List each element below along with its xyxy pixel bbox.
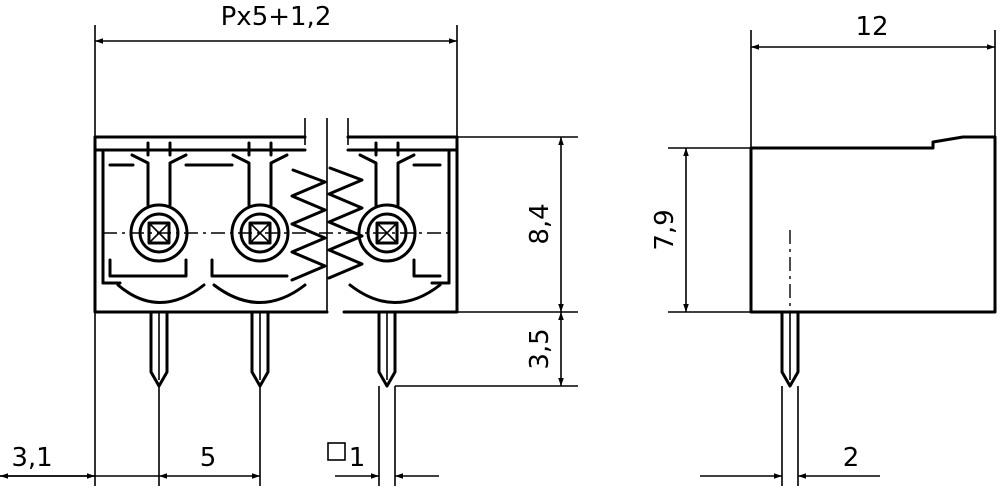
label-pitch-total: Px5+1,2 [221, 2, 332, 32]
pins [149, 310, 397, 388]
label-body-height: 8,4 [525, 203, 555, 244]
terminal-1 [108, 141, 234, 304]
terminal-3 [348, 141, 442, 304]
square-symbol [327, 442, 346, 461]
front-view [93, 118, 459, 388]
label-side-height: 7,9 [650, 209, 680, 250]
label-edge-offset: 3,1 [11, 443, 52, 473]
side-view [749, 135, 997, 388]
dimension-labels: Px5+1,2 12 8,4 7,9 3,5 3,1 5 1 2 [11, 2, 888, 473]
dimension-lines [0, 25, 996, 486]
label-pin-square: 1 [349, 443, 366, 473]
label-side-width: 12 [855, 12, 888, 42]
label-pin-length: 3,5 [525, 328, 555, 369]
terminal-2 [210, 141, 307, 304]
label-pin-offset: 2 [843, 443, 860, 473]
label-pitch: 5 [200, 443, 217, 473]
